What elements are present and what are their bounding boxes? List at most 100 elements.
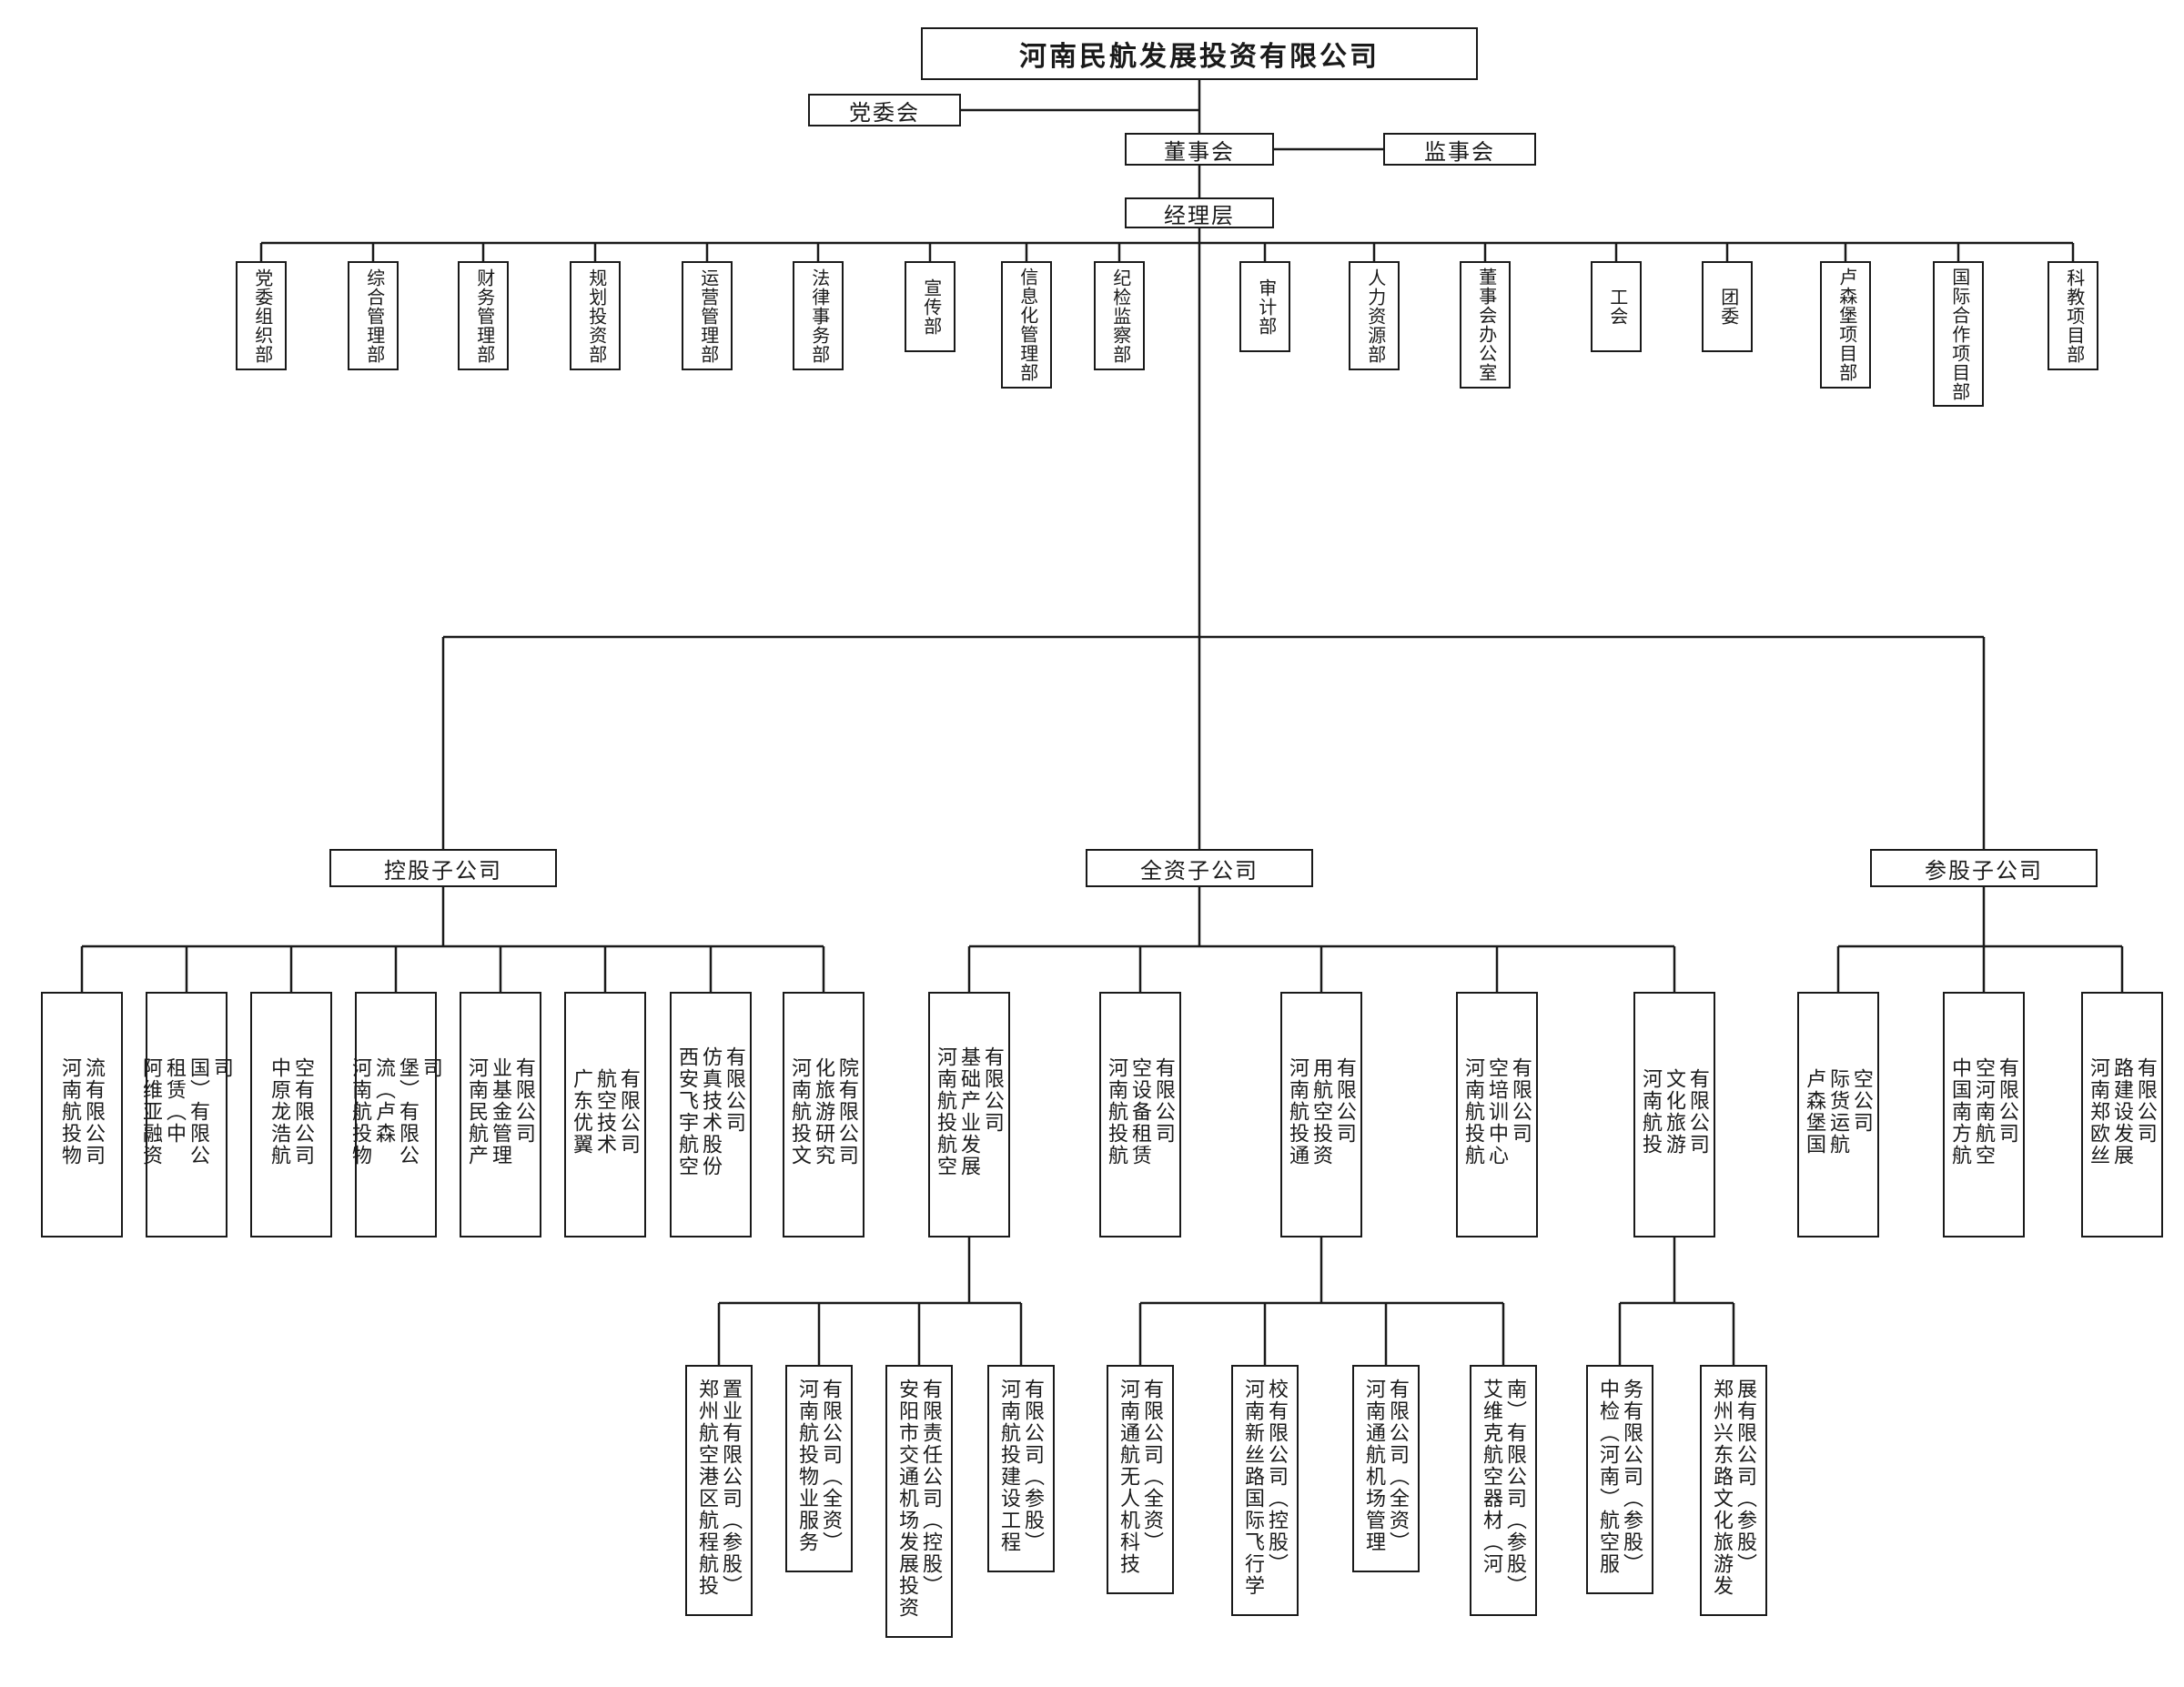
- subsidiary-company-box-label: 阿维亚融资租赁（中国）有限公司: [140, 1057, 234, 1167]
- subsidiary-company-box: 河南航投文化旅游有限公司: [1633, 992, 1715, 1237]
- department-box-label: 信息化管理部: [1016, 268, 1037, 382]
- sub-subsidiary-box: 郑州航空港区航程航投置业有限公司（参股）: [685, 1365, 753, 1616]
- subsidiary-company-box-label: 河南航投文化旅游研究院有限公司: [789, 1057, 859, 1167]
- subsidiary-company-box: 阿维亚融资租赁（中国）有限公司: [140, 992, 234, 1237]
- department-box-label: 规划投资部: [585, 268, 606, 364]
- subsidiary-company-box-label: 中国南方航空河南航空有限公司: [1949, 1057, 2019, 1167]
- subsidiary-company-box-label: 河南民航产业基金管理有限公司: [466, 1057, 536, 1167]
- department-box-label: 法律事务部: [808, 268, 829, 364]
- subsidiary-company-box-label: 广东优翼航空技术有限公司: [571, 1068, 641, 1156]
- department-box-label: 国际合作项目部: [1948, 267, 1969, 401]
- subsidiary-company-box: 河南郑欧丝路建设发展有限公司: [2081, 992, 2163, 1237]
- department-box: 运营管理部: [682, 261, 733, 370]
- department-box: 财务管理部: [458, 261, 509, 370]
- sub-subsidiary-box: 河南新丝路国际飞行学校有限公司（控股）: [1231, 1365, 1299, 1616]
- subsidiary-group-box-label: 全资子公司: [1140, 858, 1259, 884]
- subsidiary-company-box-label: 河南航投文化旅游有限公司: [1640, 1068, 1710, 1156]
- department-box: 团委: [1702, 261, 1753, 352]
- department-box: 综合管理部: [348, 261, 399, 370]
- subsidiary-company-box-label: 河南航投通用航空投资有限公司: [1287, 1057, 1357, 1167]
- department-box: 信息化管理部: [1001, 261, 1052, 389]
- subsidiary-company-box-label: 河南航投物流有限公司: [59, 1057, 106, 1167]
- sub-subsidiary-box: 郑州兴东路文化旅游发展有限公司（参股）: [1700, 1365, 1767, 1616]
- department-box-label: 科教项目部: [2063, 268, 2084, 364]
- sub-subsidiary-box-label: 郑州航空港区航程航投置业有限公司（参股）: [696, 1379, 743, 1597]
- department-box: 人力资源部: [1349, 261, 1400, 370]
- management-layer-box: 经理层: [1125, 197, 1274, 228]
- sub-subsidiary-box: 艾维克航空器材（河南）有限公司（参股）: [1470, 1365, 1537, 1616]
- sub-subsidiary-box-label: 艾维克航空器材（河南）有限公司（参股）: [1481, 1379, 1527, 1597]
- company-title-box: 河南民航发展投资有限公司: [921, 27, 1478, 80]
- department-box: 党委组织部: [236, 261, 287, 370]
- sub-subsidiary-box: 河南通航无人机科技有限公司（全资）: [1107, 1365, 1174, 1594]
- subsidiary-company-box-label: 西安飞宇航空仿真技术股份有限公司: [676, 1046, 746, 1177]
- department-box: 法律事务部: [793, 261, 844, 370]
- subsidiary-company-box-label: 河南航投物流（卢森堡）有限公司: [349, 1057, 443, 1167]
- subsidiary-company-box: 中国南方航空河南航空有限公司: [1943, 992, 2025, 1237]
- department-box: 科教项目部: [2048, 261, 2098, 370]
- subsidiary-company-box: 河南航投航空基础产业发展有限公司: [928, 992, 1010, 1237]
- department-box-label: 党委组织部: [251, 268, 272, 364]
- sub-subsidiary-box-label: 中检（河南）航空服务有限公司（参股）: [1597, 1379, 1643, 1575]
- department-box-label: 审计部: [1255, 278, 1276, 336]
- management-layer-label: 经理层: [1164, 203, 1235, 228]
- party-committee-box: 党委会: [808, 94, 961, 126]
- sub-subsidiary-box-label: 河南航投物业服务有限公司（全资）: [796, 1379, 843, 1553]
- department-box: 国际合作项目部: [1933, 261, 1984, 407]
- subsidiary-company-box-label: 中原龙浩航空有限公司: [268, 1057, 315, 1167]
- sub-subsidiary-box: 河南通航机场管理有限公司（全资）: [1352, 1365, 1420, 1572]
- subsidiary-company-box: 河南航投物流（卢森堡）有限公司: [349, 992, 443, 1237]
- subsidiary-company-box-label: 河南航投航空设备租赁有限公司: [1106, 1057, 1176, 1167]
- subsidiary-group-box-label: 参股子公司: [1925, 858, 2043, 884]
- subsidiary-company-box: 河南航投物流有限公司: [41, 992, 123, 1237]
- sub-subsidiary-box-label: 郑州兴东路文化旅游发展有限公司（参股）: [1711, 1379, 1757, 1597]
- department-box-label: 卢森堡项目部: [1835, 268, 1856, 382]
- department-box-label: 财务管理部: [473, 268, 494, 364]
- department-box: 规划投资部: [570, 261, 621, 370]
- supervisory-board-label: 监事会: [1424, 139, 1495, 165]
- subsidiary-company-box-label: 河南航投航空培训中心有限公司: [1462, 1057, 1532, 1167]
- sub-subsidiary-box: 安阳市交通机场发展投资有限责任公司（控股）: [885, 1365, 953, 1638]
- supervisory-board-box: 监事会: [1383, 133, 1536, 166]
- subsidiary-company-box: 河南航投航空设备租赁有限公司: [1099, 992, 1181, 1237]
- subsidiary-company-box: 卢森堡国际货运航空公司: [1797, 992, 1879, 1237]
- department-box-label: 综合管理部: [363, 268, 384, 364]
- department-box-label: 团委: [1717, 288, 1738, 326]
- subsidiary-company-box-label: 卢森堡国际货运航空公司: [1804, 1068, 1874, 1156]
- subsidiary-company-box: 广东优翼航空技术有限公司: [564, 992, 646, 1237]
- subsidiary-company-box: 西安飞宇航空仿真技术股份有限公司: [670, 992, 752, 1237]
- sub-subsidiary-box-label: 河南新丝路国际飞行学校有限公司（控股）: [1242, 1379, 1289, 1597]
- subsidiary-group-box: 控股子公司: [329, 849, 557, 887]
- department-box: 卢森堡项目部: [1820, 261, 1871, 389]
- sub-subsidiary-box: 河南航投物业服务有限公司（全资）: [785, 1365, 853, 1572]
- department-box: 工会: [1591, 261, 1642, 352]
- sub-subsidiary-box: 中检（河南）航空服务有限公司（参股）: [1586, 1365, 1653, 1594]
- subsidiary-company-box-label: 河南航投航空基础产业发展有限公司: [935, 1046, 1005, 1177]
- department-box-label: 董事会办公室: [1475, 268, 1496, 382]
- subsidiary-company-box-label: 河南郑欧丝路建设发展有限公司: [2088, 1057, 2158, 1167]
- sub-subsidiary-box-label: 河南通航无人机科技有限公司（全资）: [1117, 1379, 1164, 1575]
- subsidiary-company-box: 河南航投航空培训中心有限公司: [1456, 992, 1538, 1237]
- department-box: 董事会办公室: [1460, 261, 1511, 389]
- department-box-label: 工会: [1606, 288, 1627, 326]
- department-box: 宣传部: [905, 261, 956, 352]
- sub-subsidiary-box-label: 安阳市交通机场发展投资有限责任公司（控股）: [896, 1379, 943, 1619]
- sub-subsidiary-box: 河南航投建设工程有限公司（参股）: [987, 1365, 1055, 1572]
- board-of-directors-label: 董事会: [1164, 139, 1235, 165]
- department-box: 纪检监察部: [1094, 261, 1145, 370]
- department-box-label: 宣传部: [920, 278, 941, 336]
- sub-subsidiary-box-label: 河南通航机场管理有限公司（全资）: [1363, 1379, 1410, 1553]
- subsidiary-company-box: 河南航投文化旅游研究院有限公司: [783, 992, 864, 1237]
- department-box-label: 纪检监察部: [1109, 268, 1130, 364]
- subsidiary-company-box: 中原龙浩航空有限公司: [250, 992, 332, 1237]
- department-box-label: 人力资源部: [1364, 268, 1385, 364]
- department-box: 审计部: [1239, 261, 1290, 352]
- party-committee-label: 党委会: [849, 100, 920, 126]
- subsidiary-group-box: 全资子公司: [1086, 849, 1313, 887]
- subsidiary-company-box: 河南民航产业基金管理有限公司: [460, 992, 541, 1237]
- board-of-directors-box: 董事会: [1125, 133, 1274, 166]
- department-box-label: 运营管理部: [697, 268, 718, 364]
- subsidiary-company-box: 河南航投通用航空投资有限公司: [1280, 992, 1362, 1237]
- subsidiary-group-box: 参股子公司: [1870, 849, 2098, 887]
